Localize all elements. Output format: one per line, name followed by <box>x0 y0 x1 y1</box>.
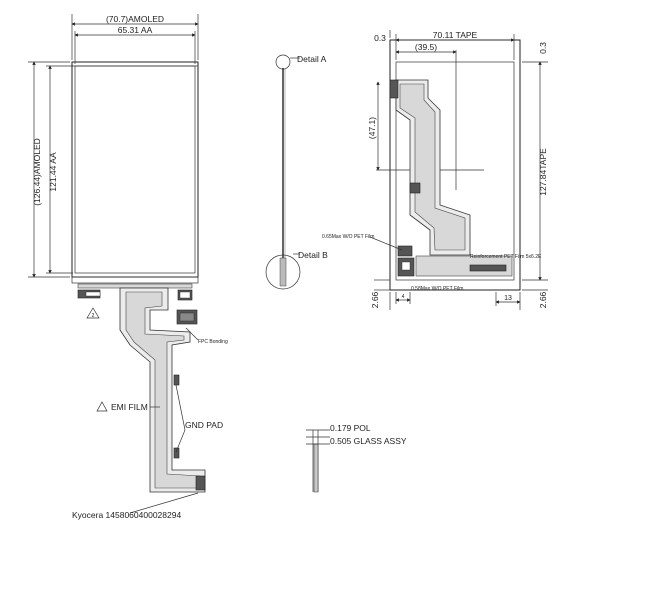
detail-a-label: Detail A <box>297 54 327 64</box>
dim-offset: 4 <box>402 294 405 300</box>
dim-tape-width: 70.11 TAPE <box>433 30 478 40</box>
detail-b-circle <box>265 254 301 290</box>
dim-bottom-right: 2.66 <box>538 291 548 308</box>
dim-top-gap: 0.3 <box>538 42 548 54</box>
detail-b-label: Detail B <box>298 250 328 260</box>
pet-film-top-label: 0.65Max W/O PET Film <box>322 234 374 240</box>
warning-number: 2 <box>92 313 95 319</box>
glass-assy-label: 0.505 GLASS ASSY <box>330 436 407 446</box>
dim-center-y: (47.1) <box>367 117 377 139</box>
pet-film-bottom-label: 0.58Max W/O PET Film <box>411 286 463 292</box>
active-area-outline <box>74 65 196 274</box>
pol-label: 0.179 POL <box>330 423 371 433</box>
fpc-bonding-label: FPC Bonding <box>198 339 228 345</box>
flex-cable-inner <box>125 291 201 489</box>
back-flex-cable-inner <box>399 83 466 251</box>
connector-end <box>195 475 206 491</box>
gnd-pad-label: GND PAD <box>185 420 223 430</box>
front-view: (70.7)AMOLED 65.31 AA (126.44)AMOLED 121… <box>28 14 228 520</box>
warning-icon <box>86 307 100 319</box>
dim-13: 13 <box>504 295 512 302</box>
dim-center-x: (39.5) <box>415 42 437 52</box>
panel-outline <box>71 61 199 278</box>
dim-aa-width: 65.31 AA <box>118 25 153 35</box>
emi-film-label: EMI FILM <box>111 402 148 412</box>
side-view: Detail A Detail B 0.179 POL 0.505 GLASS … <box>265 54 407 493</box>
dim-bottom-left: 2.66 <box>370 291 380 308</box>
dim-tape-height: 127.84TAPE <box>538 148 548 196</box>
dim-total-width: (70.7)AMOLED <box>106 14 164 24</box>
connector-row-top <box>77 289 193 301</box>
dim-left-gap: 0.3 <box>374 33 386 43</box>
dim-total-height: (126.44)AMOLED <box>32 138 42 206</box>
dim-aa-height: 121.44 AA <box>48 152 58 192</box>
tape-outline <box>395 61 515 281</box>
gnd-pad-lower <box>173 447 180 459</box>
back-connector-a <box>397 245 413 257</box>
glass-stack <box>313 443 319 493</box>
detail-a-circle <box>275 54 291 70</box>
stiffener-label: Reinforcement PET Film 5x6.2E <box>470 254 542 260</box>
emi-warning-icon <box>96 401 108 412</box>
back-view: 70.11 TAPE 0.3 (39.5) 127.84TAPE 0.3 (47… <box>322 30 548 310</box>
part-number: Kyocera 1458060400028294 <box>72 510 181 520</box>
gnd-pad-upper <box>173 374 180 386</box>
